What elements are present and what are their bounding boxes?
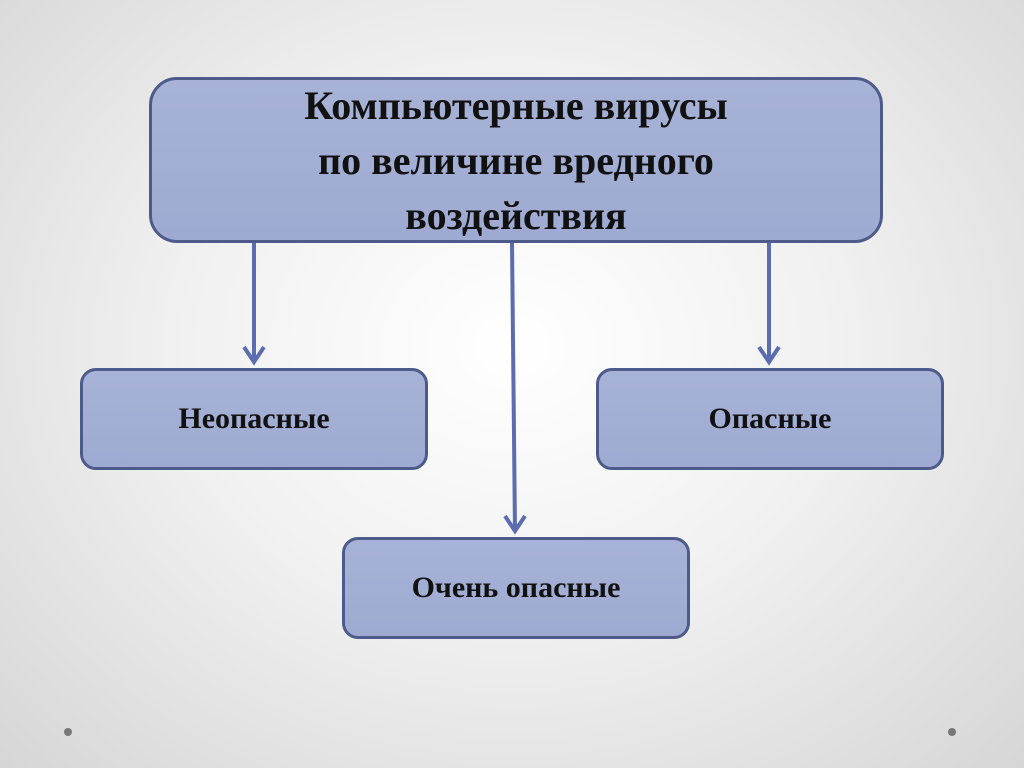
node-neopasnye: Неопасные	[80, 368, 428, 470]
node-label: Неопасные	[178, 402, 330, 435]
node-opasnye: Опасные	[596, 368, 944, 470]
arrow-to-ochen-opasnye	[510, 242, 517, 532]
root-node: Компьютерные вирусы по величине вредного…	[149, 77, 883, 243]
decorative-dot	[64, 728, 72, 736]
title-line: воздействия	[405, 192, 627, 238]
decorative-dot	[948, 728, 956, 736]
node-label: Очень опасные	[411, 571, 621, 604]
title-line: Компьютерные вирусы	[304, 82, 728, 128]
node-label: Опасные	[708, 402, 832, 435]
node-ochen-opasnye: Очень опасные	[342, 537, 690, 639]
title-line: по величине вредного	[318, 137, 714, 183]
